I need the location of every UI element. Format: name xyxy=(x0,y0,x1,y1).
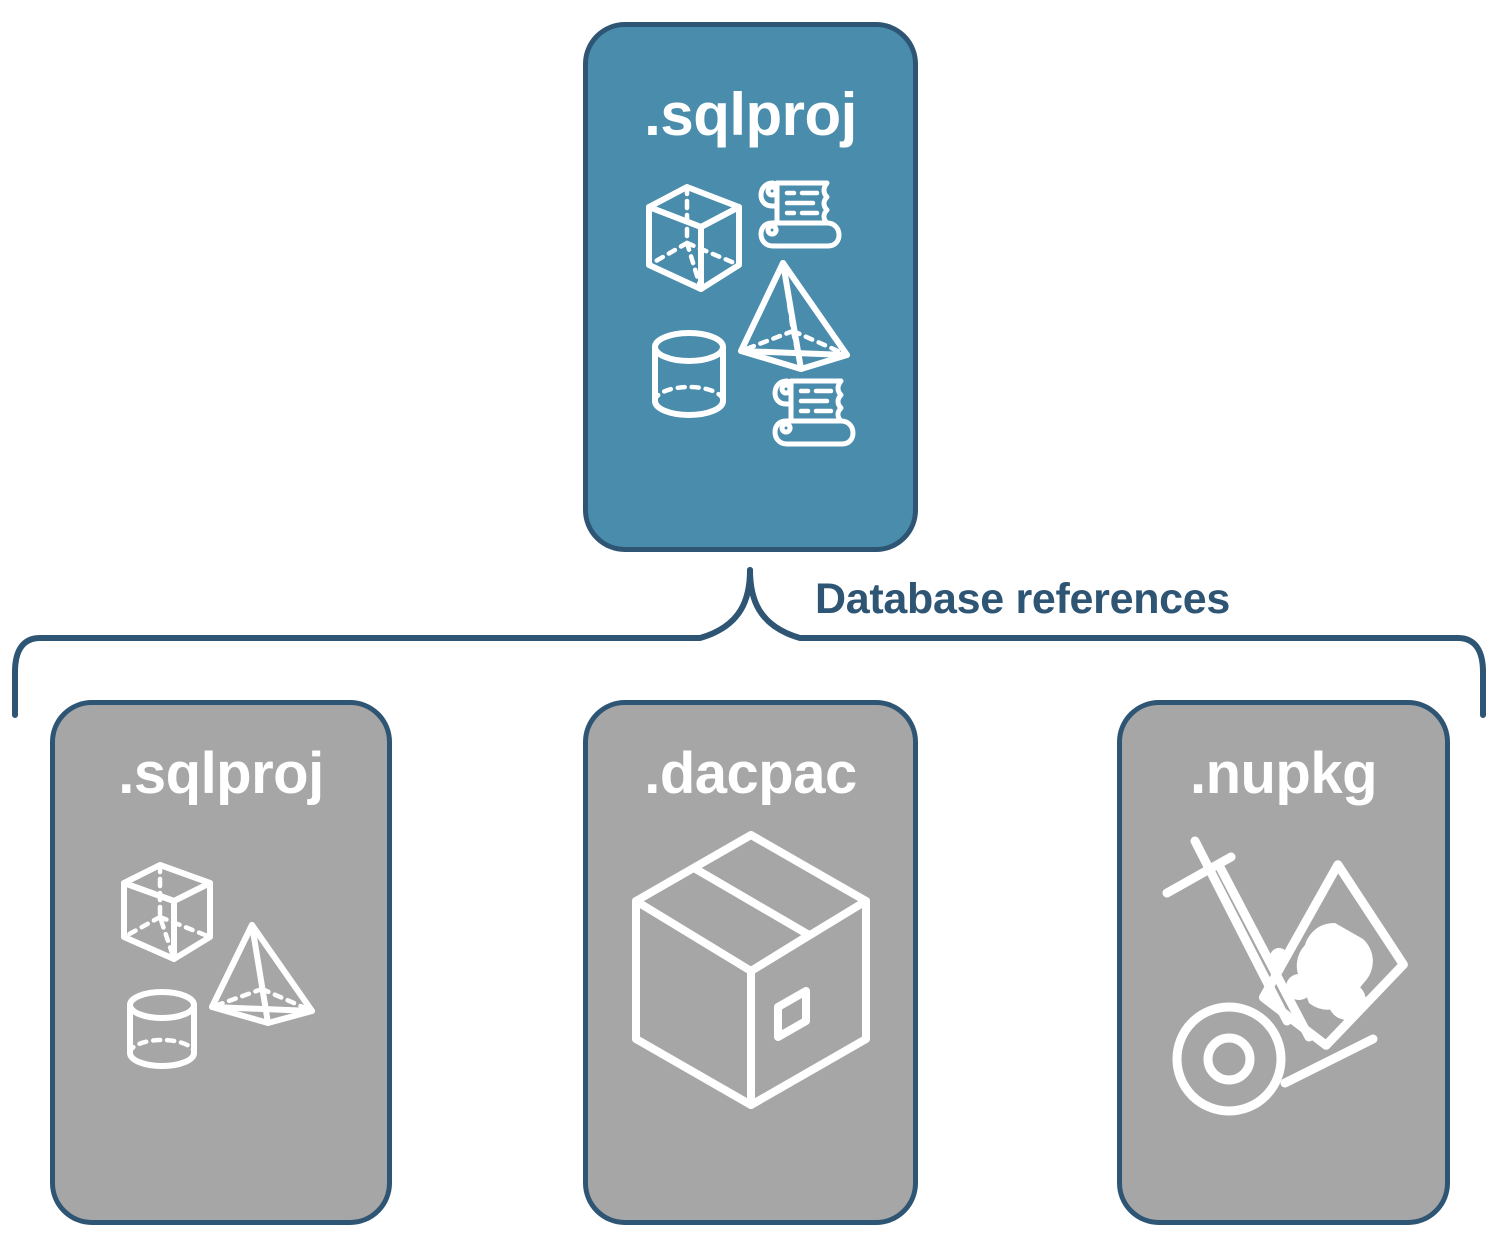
card-title-nupkg: .nupkg xyxy=(1189,741,1378,806)
card-nupkg-reference[interactable]: .nupkg xyxy=(1117,700,1450,1225)
card-sqlproj-source[interactable]: .sqlproj xyxy=(583,22,918,552)
card-art-nupkg xyxy=(1122,835,1445,1125)
card-title-dacpac: .dacpac xyxy=(644,741,857,806)
pyramid-wireframe-icon xyxy=(209,922,315,1026)
cylinder-wireframe-icon xyxy=(651,330,726,418)
cube-wireframe-icon xyxy=(645,184,742,292)
card-title-sqlproj-reference: .sqlproj xyxy=(118,741,324,806)
card-art-dacpac xyxy=(588,825,913,1115)
shipping-box-icon xyxy=(631,831,870,1109)
pyramid-wireframe-icon xyxy=(737,260,850,372)
cube-wireframe-icon xyxy=(121,862,213,962)
script-scroll-icon xyxy=(758,180,841,249)
hand-truck-package-icon xyxy=(1162,836,1408,1116)
card-dacpac-reference[interactable]: .dacpac xyxy=(583,700,918,1225)
cylinder-wireframe-icon xyxy=(127,989,197,1069)
connector-label-database-references: Database references xyxy=(815,575,1230,623)
card-art-sqlproj-reference xyxy=(55,845,387,1075)
card-art-sqlproj-source xyxy=(588,169,913,449)
script-scroll-icon xyxy=(772,378,855,447)
card-title-sqlproj-source: .sqlproj xyxy=(644,81,857,148)
card-sqlproj-reference[interactable]: .sqlproj xyxy=(50,700,392,1225)
